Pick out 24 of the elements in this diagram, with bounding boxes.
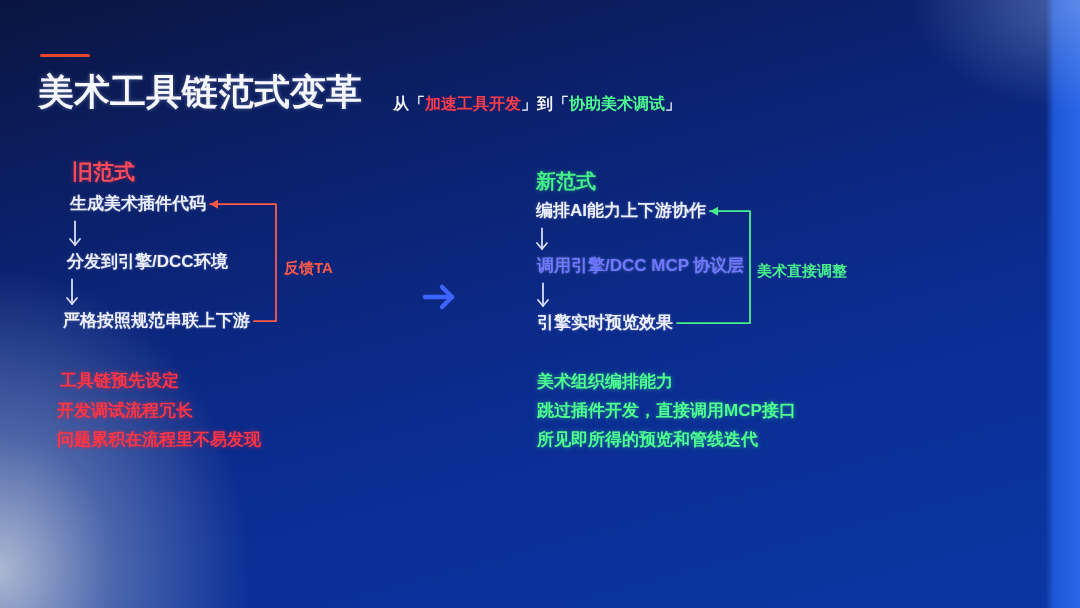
edge-label: 反馈TA: [284, 259, 333, 277]
arrow: [69, 220, 81, 246]
note-text: 所见即所得的预览和管线迭代: [537, 430, 758, 451]
edge-label: 美术直接调整: [757, 262, 847, 280]
process-step: 生成美术插件代码: [70, 194, 206, 215]
note-text: 跳过插件开发，直接调用MCP接口: [537, 401, 796, 422]
section-heading: 旧范式: [72, 159, 135, 185]
arrow: [66, 278, 78, 305]
note-text: 开发调试流程冗长: [57, 401, 193, 422]
arrow: [536, 227, 548, 250]
process-step: 引擎实时预览效果: [537, 313, 673, 334]
process-step: 编排AI能力上下游协作: [536, 201, 706, 222]
section-heading: 新范式: [536, 169, 596, 193]
arrow: [676, 206, 751, 325]
note-text: 问题累积在流程里不易发现: [57, 430, 261, 451]
note-text: 工具链预先设定: [60, 371, 179, 392]
process-step: 严格按照规范串联上下游: [63, 311, 250, 332]
note-text: 美术组织编排能力: [537, 372, 673, 393]
process-step: 分发到引擎/DCC环境: [67, 252, 228, 273]
arrow: [209, 199, 277, 323]
process-step: 调用引擎/DCC MCP 协议层: [537, 256, 745, 277]
subtitle: 从「加速工具开发」到「协助美术调试」: [393, 94, 681, 114]
slide-title: 美术工具链范式变革: [38, 70, 362, 114]
arrow: [537, 282, 549, 307]
